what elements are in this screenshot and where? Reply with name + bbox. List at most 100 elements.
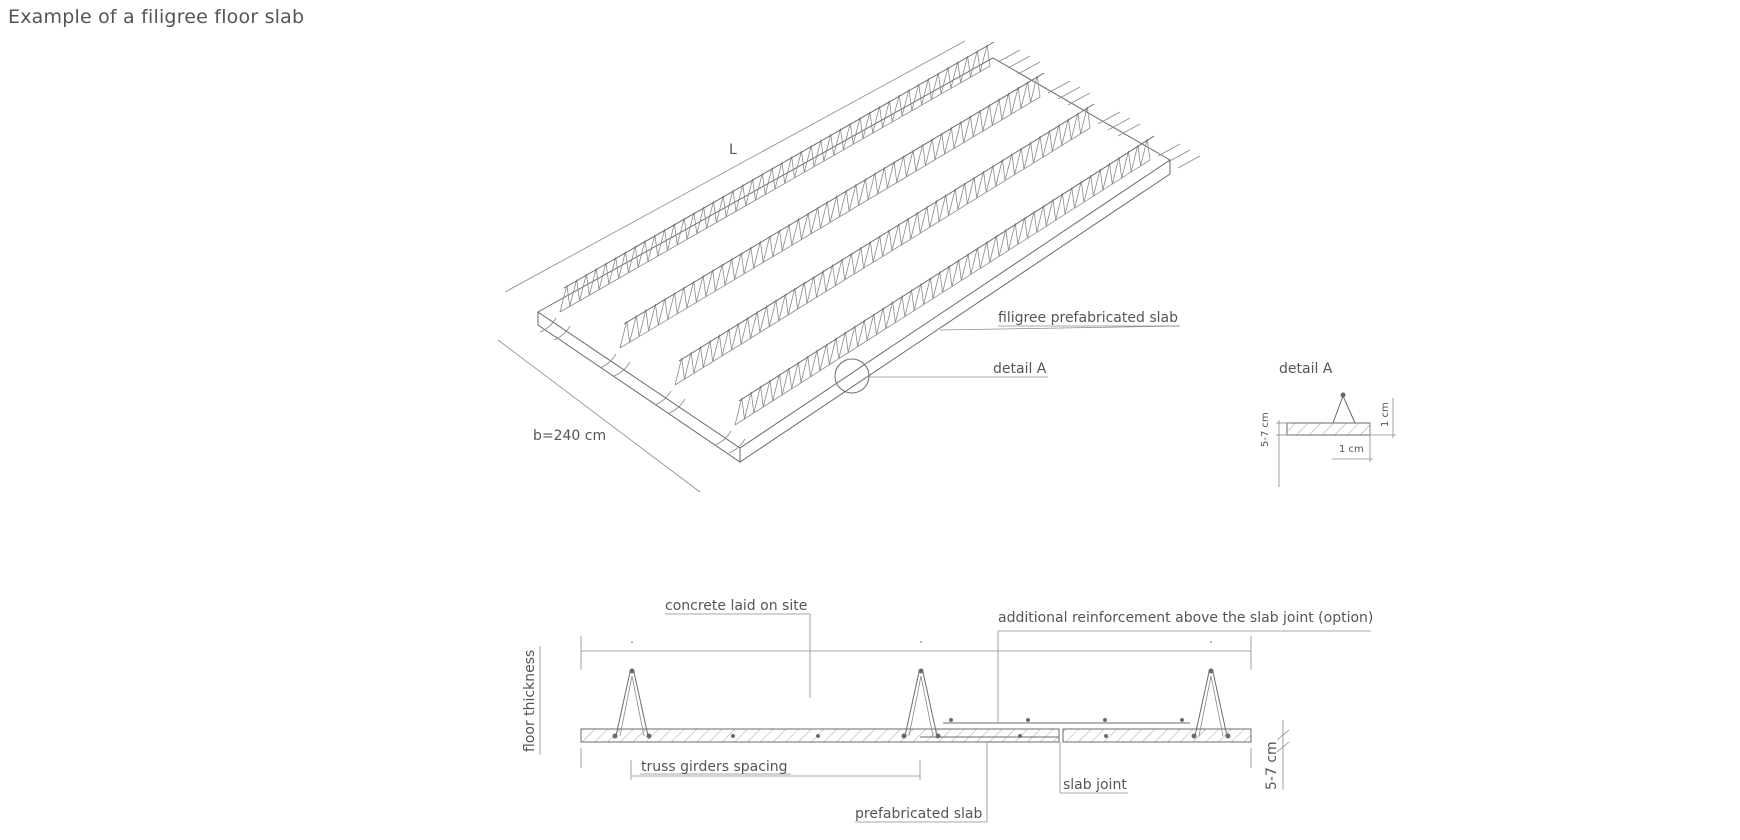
- detail-a-marker: [834, 358, 870, 394]
- truss-web: [838, 331, 849, 359]
- truss-web: [995, 159, 1006, 187]
- truss-web: [1083, 175, 1094, 203]
- truss-web: [588, 268, 600, 296]
- truss-web: [919, 206, 931, 234]
- truss-web: [828, 337, 840, 365]
- truss-web: [762, 379, 774, 408]
- truss-web: [1026, 211, 1038, 239]
- detail-truss-top-bar: [1340, 392, 1346, 398]
- truss-web: [1140, 138, 1151, 167]
- truss-web: [667, 292, 678, 320]
- truss-web: [848, 184, 860, 212]
- truss-web: [1080, 106, 1091, 134]
- truss-web: [820, 201, 831, 229]
- truss-web: [686, 281, 697, 309]
- rebar-dot: [1026, 718, 1030, 722]
- truss-web: [608, 257, 620, 285]
- level-dot: [631, 641, 633, 643]
- truss-web: [781, 224, 793, 252]
- truss-web: [930, 72, 942, 100]
- label-concrete-laid-on-site: concrete laid on site: [665, 598, 807, 614]
- truss-web: [894, 295, 906, 323]
- label-L: L: [729, 142, 737, 158]
- truss-web: [960, 55, 971, 83]
- truss-web: [797, 282, 808, 310]
- truss-web: [1033, 136, 1044, 164]
- truss-web: [647, 234, 659, 262]
- bar-end: [997, 49, 1021, 63]
- truss-top-chord: [563, 41, 995, 289]
- truss-web: [657, 229, 668, 257]
- label-detail-a: detail A: [993, 361, 1047, 377]
- truss-web: [901, 89, 913, 117]
- truss-top-chord: [623, 72, 1045, 325]
- truss-web: [674, 357, 685, 386]
- detail-label-thickness: 5-7 cm: [1260, 412, 1271, 447]
- bar-end-left: [668, 398, 686, 414]
- truss-girders: [539, 41, 1201, 454]
- filigree-leader: [939, 325, 1181, 331]
- truss-web: [735, 184, 747, 212]
- truss-web: [948, 188, 959, 216]
- truss-web: [781, 367, 792, 395]
- truss-web: [744, 391, 755, 420]
- truss-web: [695, 275, 707, 303]
- truss-web: [1036, 205, 1047, 233]
- truss-web: [852, 117, 864, 145]
- slab-thickness-edge: [537, 312, 741, 463]
- dimension-line-L: [504, 40, 966, 293]
- truss-web: [1051, 124, 1063, 152]
- truss-web: [800, 355, 811, 383]
- truss-web: [638, 309, 650, 337]
- rebar-dot: [1103, 718, 1107, 722]
- truss-web: [970, 50, 981, 78]
- slab-bar: [816, 734, 820, 738]
- bar-end: [1057, 86, 1081, 100]
- bar-end-left: [728, 438, 746, 454]
- truss-web: [750, 311, 761, 339]
- truss-web: [862, 111, 874, 139]
- truss-web: [876, 307, 887, 335]
- truss-web: [866, 313, 877, 341]
- truss-bar: [1191, 733, 1197, 739]
- truss-web: [844, 252, 855, 280]
- reinforcement-dots: [949, 718, 1184, 738]
- truss-web: [1121, 150, 1132, 179]
- truss-web: [982, 104, 993, 132]
- truss-web: [825, 264, 836, 292]
- label-prefabricated-slab: prefabricated slab: [855, 806, 982, 822]
- label-truss-girders-spacing: truss girders spacing: [641, 759, 788, 775]
- truss-web: [833, 128, 844, 156]
- truss-web: [989, 235, 1000, 263]
- truss-web: [857, 319, 868, 347]
- truss-web: [867, 172, 879, 200]
- truss-web: [976, 171, 987, 199]
- truss-web: [618, 251, 629, 279]
- truss-web: [1130, 144, 1141, 173]
- rebar-dot: [949, 718, 953, 722]
- truss-web: [772, 229, 783, 257]
- truss-web: [1010, 87, 1022, 115]
- rebar-dot: [1018, 734, 1022, 738]
- truss-web: [753, 241, 764, 269]
- truss-web: [721, 328, 732, 356]
- truss-web: [951, 259, 962, 287]
- truss-web: [921, 78, 932, 106]
- truss-web: [740, 317, 751, 345]
- truss-web: [637, 240, 649, 268]
- slab-bar: [731, 734, 735, 738]
- label-section-thickness: 5-7 cm: [1264, 741, 1280, 790]
- truss-web: [745, 178, 756, 206]
- truss-web: [810, 349, 821, 377]
- truss-web: [1061, 118, 1072, 146]
- page-title: Example of a filigree floor slab: [8, 6, 305, 28]
- cross-section: [539, 613, 1371, 823]
- truss-bar: [646, 733, 652, 739]
- truss-bottom-chord: [619, 96, 1041, 349]
- detail-slab-section: [1286, 422, 1371, 436]
- section-truss-girders: [612, 641, 1231, 739]
- truss-web: [702, 340, 714, 368]
- truss-web: [882, 229, 893, 257]
- truss-web: [734, 252, 745, 280]
- truss-web: [791, 218, 802, 246]
